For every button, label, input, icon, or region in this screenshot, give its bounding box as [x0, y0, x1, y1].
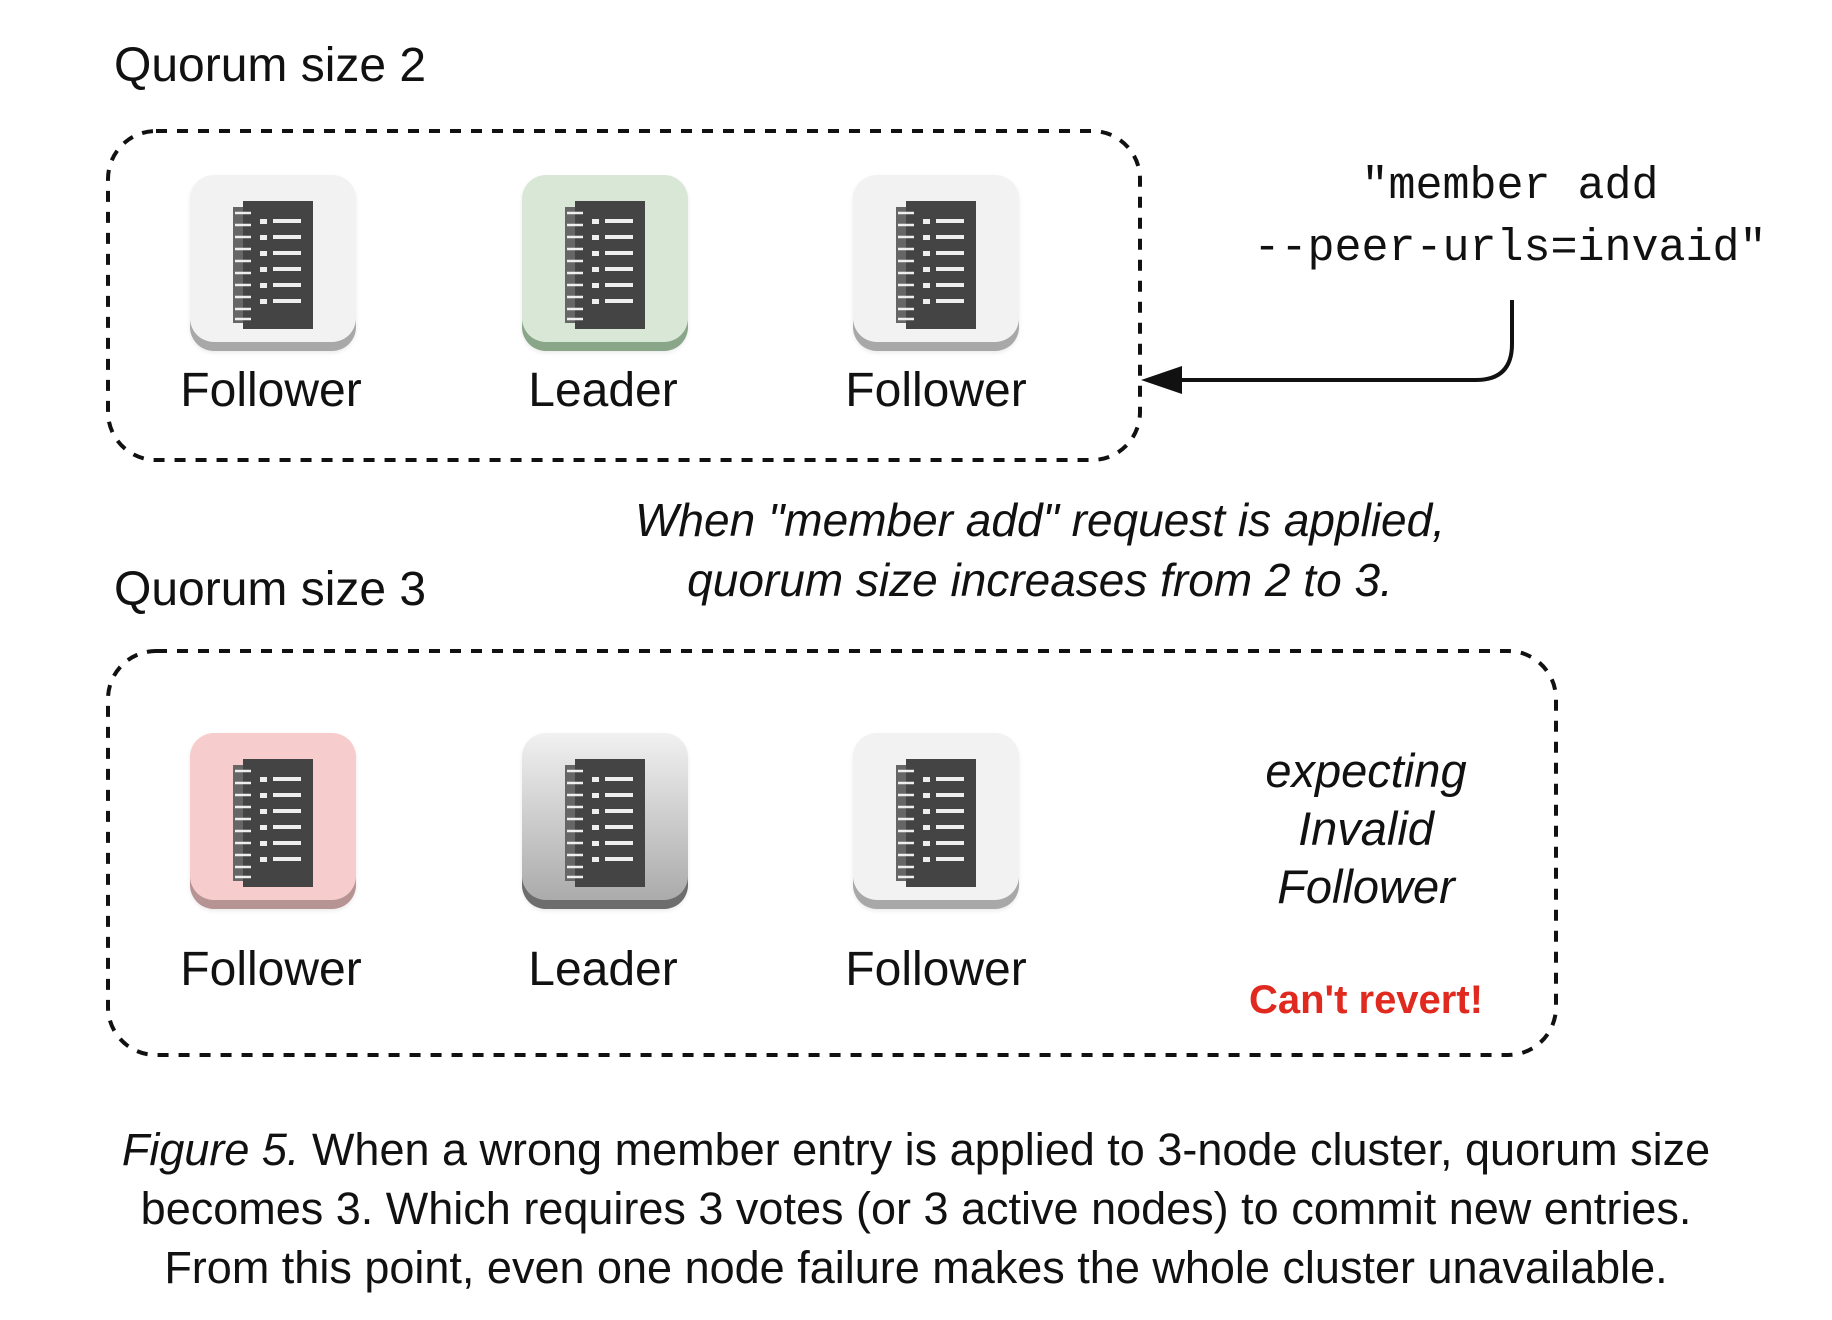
server-icon: [233, 201, 313, 329]
expecting-line-2: Invalid: [1298, 802, 1434, 855]
note-line-1: When "member add" request is applied,: [635, 494, 1445, 546]
top-node-1-label: Follower: [180, 364, 362, 417]
bottom-cluster-boundary: [106, 649, 1558, 1057]
cannot-revert-warning: Can't revert!: [1248, 978, 1484, 1022]
server-icon: [233, 759, 313, 887]
top-node-3-label: Follower: [845, 364, 1027, 417]
bottom-cluster-title: Quorum size 3: [114, 563, 427, 616]
bottom-node-1-label: Follower: [180, 943, 362, 996]
server-icon: [565, 201, 645, 329]
caption-figure-label: Figure 5.: [121, 1124, 300, 1175]
top-cluster-boundary: [106, 129, 1142, 462]
expecting-line-1: expecting: [1265, 744, 1467, 797]
caption-line-1-text: When a wrong member entry is applied to …: [299, 1124, 1711, 1175]
caption-line-2: becomes 3. Which requires 3 votes (or 3 …: [140, 1183, 1692, 1234]
command-line-2: --peer-urls=invaid": [1253, 223, 1767, 274]
bottom-node-2-label: Leader: [528, 943, 678, 996]
top-node-2-label: Leader: [528, 364, 678, 417]
bottom-node-1: [190, 733, 356, 909]
server-icon: [896, 201, 976, 329]
figure-caption: Figure 5. When a wrong member entry is a…: [30, 1120, 1802, 1297]
bottom-node-3: [853, 733, 1019, 909]
top-node-3: [853, 175, 1019, 351]
top-node-2: [522, 175, 688, 351]
caption-line-1: Figure 5. When a wrong member entry is a…: [30, 1120, 1802, 1179]
top-node-1: [190, 175, 356, 351]
command-line-1: "member add: [1361, 161, 1659, 212]
caption-line-3: From this point, even one node failure m…: [164, 1242, 1668, 1293]
bottom-node-3-label: Follower: [845, 943, 1027, 996]
server-icon: [896, 759, 976, 887]
expecting-invalid-follower: expecting Invalid Follower: [1206, 742, 1526, 916]
member-add-command: "member add --peer-urls=invaid": [1230, 156, 1790, 280]
command-arrow-line: [1178, 300, 1514, 382]
quorum-change-note: When "member add" request is applied, qu…: [560, 490, 1520, 610]
note-line-2: quorum size increases from 2 to 3.: [687, 554, 1393, 606]
command-arrow-head: [1141, 366, 1182, 394]
server-icon: [565, 759, 645, 887]
top-cluster-title: Quorum size 2: [114, 39, 427, 92]
expecting-line-3: Follower: [1277, 860, 1455, 913]
bottom-node-2: [522, 733, 688, 909]
